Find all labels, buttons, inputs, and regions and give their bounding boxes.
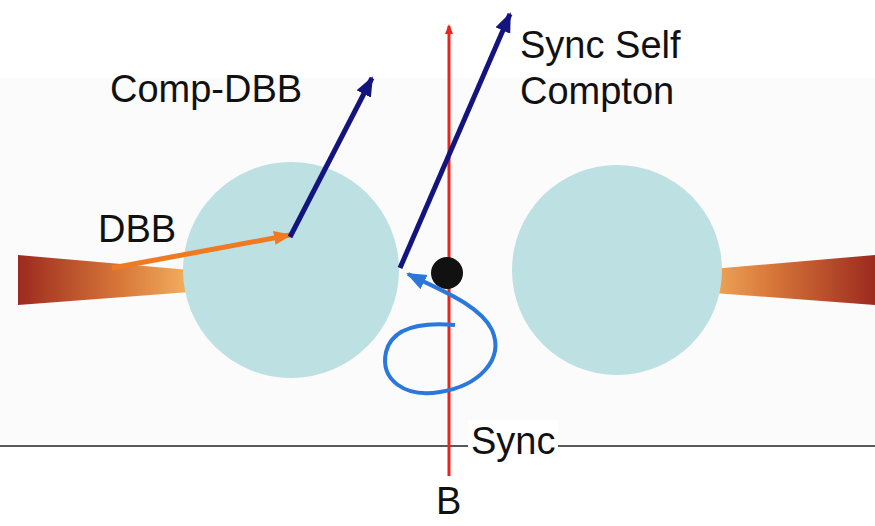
black-hole — [431, 257, 463, 289]
accretion-disk-right — [700, 255, 875, 305]
dbb-label: DBB — [98, 208, 176, 250]
comptonized-photon-arrow — [290, 78, 372, 237]
field-label: B — [436, 480, 461, 522]
ssc-photon-arrow — [400, 14, 510, 268]
ssc-label: Sync Self Compton — [520, 22, 720, 114]
corona-left — [183, 162, 399, 378]
sync-label: Sync — [468, 420, 558, 462]
magnetic-field-line — [448, 26, 451, 476]
baseline-rule — [0, 445, 875, 447]
accretion-disk-left — [18, 255, 190, 305]
comp-dbb-label: Comp-DBB — [110, 68, 302, 110]
corona-right — [512, 165, 722, 375]
synchrotron-spiral — [385, 274, 495, 393]
background-band — [0, 78, 875, 444]
